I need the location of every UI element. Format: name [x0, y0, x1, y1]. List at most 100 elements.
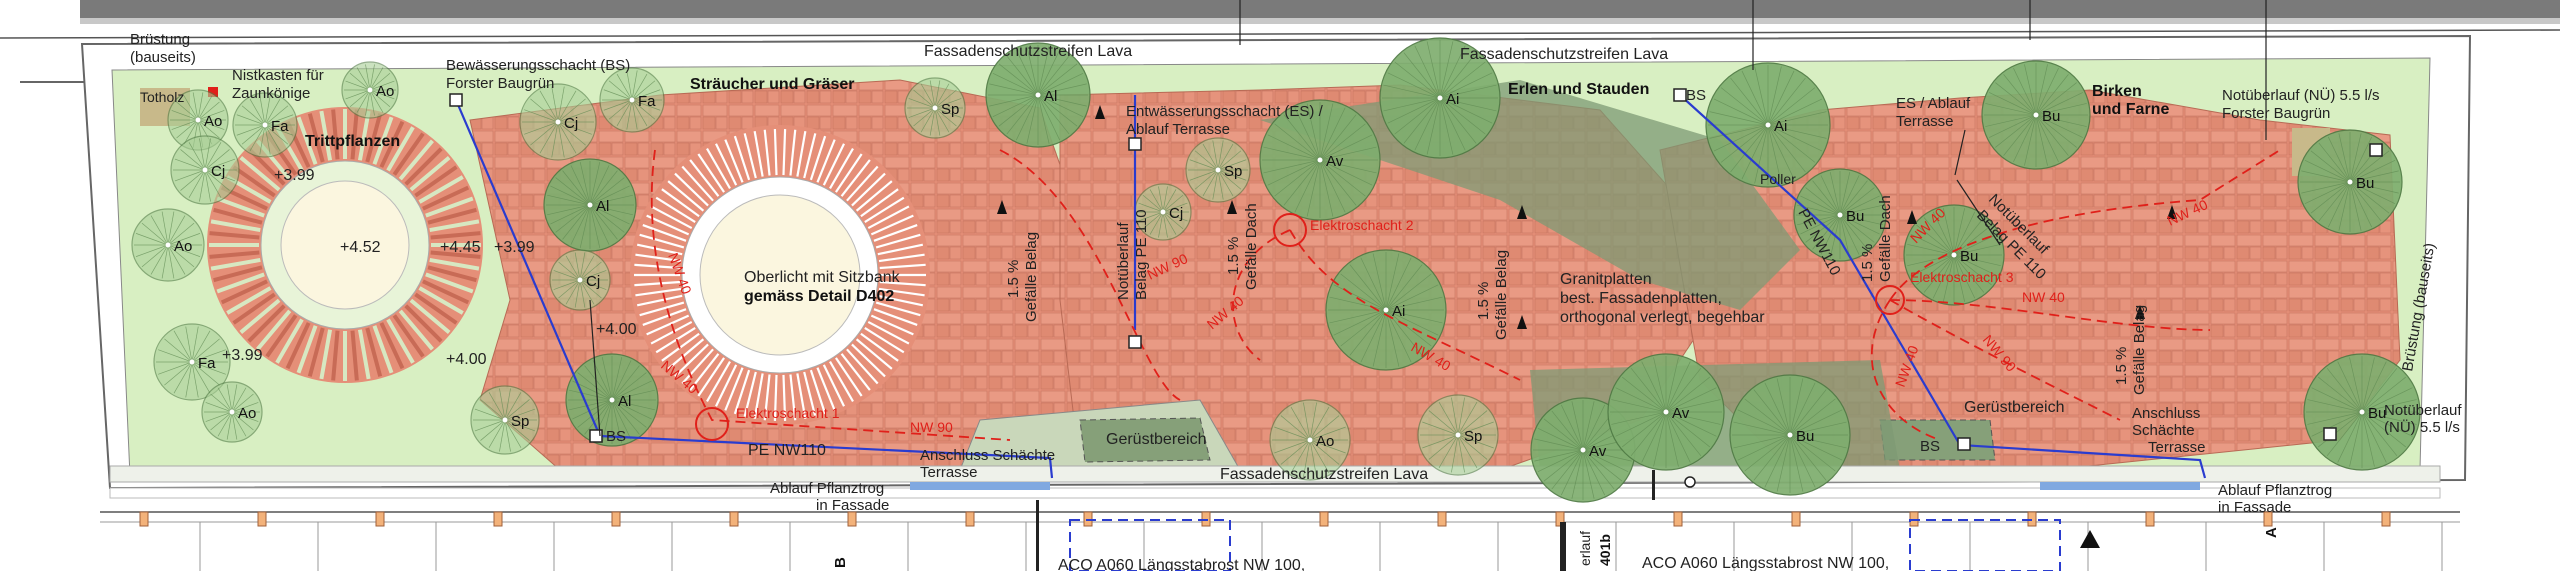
- tree-branch: [589, 177, 625, 206]
- tree-branch: [611, 399, 640, 435]
- bench-slat: [835, 357, 863, 397]
- tree-branch: [1789, 421, 1847, 436]
- tree-branch: [1571, 401, 1584, 451]
- tree-branch: [180, 169, 206, 191]
- tree-branch: [1037, 94, 1061, 141]
- tree-branch: [1839, 214, 1883, 226]
- tree-branch: [1309, 402, 1317, 441]
- tree-branch: [2349, 181, 2373, 228]
- tree-branch: [1744, 434, 1791, 472]
- tree-branch: [989, 83, 1039, 96]
- tree-branch: [1015, 49, 1039, 96]
- tree-code-label: Av: [1672, 405, 1690, 422]
- tree-branch: [1303, 439, 1311, 478]
- tree-branch: [1426, 41, 1441, 99]
- tree: Al: [543, 158, 637, 252]
- tree-branch: [1582, 449, 1606, 496]
- gefaelle-dach-1: 1.5 %: [1859, 244, 1876, 282]
- bench-slat: [689, 159, 720, 197]
- tree-branch: [1995, 82, 2037, 116]
- tree: Bu: [1903, 204, 2005, 306]
- ring-stripe: [422, 279, 470, 305]
- tree-code-label: Ai: [1774, 118, 1787, 135]
- bench-slat: [816, 139, 836, 183]
- tree-branch: [2349, 181, 2382, 222]
- granit-label-1: Granitplatten: [1560, 271, 1652, 288]
- tree-branch: [1026, 94, 1039, 144]
- tree-branch: [2307, 411, 2363, 425]
- tree-branch: [1202, 143, 1219, 171]
- tree-branch: [1953, 254, 2001, 267]
- tree: Cj: [1134, 183, 1192, 241]
- tree-branch: [1439, 72, 1493, 99]
- tree-branch: [226, 384, 233, 413]
- notueberlauf-belag-left-1: Notüberlauf: [1115, 222, 1132, 300]
- bench-slat: [870, 314, 914, 336]
- tree-branch: [1753, 389, 1791, 436]
- tree-code-label: Bu: [1960, 248, 1978, 265]
- tree-branch: [934, 107, 950, 133]
- tree-branch: [199, 169, 206, 202]
- bench-slat: [829, 148, 854, 189]
- facade-column: [2381, 511, 2391, 527]
- tree-branch: [205, 411, 233, 422]
- elevation-label: +4.00: [446, 351, 487, 368]
- oberlicht-label: Oberlicht mit Sitzbank: [744, 269, 901, 286]
- tree-branch: [1737, 409, 1791, 436]
- tree: Sp: [1185, 137, 1251, 203]
- tree-branch: [2361, 411, 2417, 425]
- facade-column: [729, 511, 739, 527]
- bs-label: BS: [606, 428, 626, 445]
- bench-slat: [650, 320, 693, 345]
- tree-branch: [1733, 421, 1791, 436]
- tree-branch: [231, 393, 254, 413]
- ring-stripe: [296, 116, 318, 165]
- tree-branch: [1037, 46, 1050, 96]
- tree-branch: [1713, 124, 1769, 152]
- tree-branch: [1641, 411, 1667, 463]
- tree-branch: [539, 90, 559, 123]
- ring-stripe: [319, 329, 333, 380]
- tree-branch: [2327, 181, 2351, 228]
- tree-branch: [1767, 98, 1823, 126]
- tree-branch: [1621, 411, 1667, 448]
- tree-code-label: Cj: [586, 273, 600, 290]
- bench-slat: [635, 287, 682, 297]
- tree-trunk: [165, 242, 171, 248]
- tree-branch: [1451, 397, 1459, 436]
- ring-stripe: [427, 265, 477, 283]
- tree-branch: [1263, 146, 1321, 161]
- tree-branch: [1767, 111, 1827, 126]
- ring-stripe: [357, 110, 371, 161]
- tree-branch: [259, 124, 266, 155]
- tree-branch: [1543, 449, 1584, 482]
- tree-branch: [1158, 186, 1164, 213]
- tree-branch: [167, 215, 186, 246]
- tree-branch: [369, 89, 384, 113]
- tree-code-label: Al: [1044, 88, 1057, 105]
- aco-left: ACO A060 Längsstabrost NW 100,: [1058, 557, 1305, 571]
- tree-branch: [1988, 114, 2037, 138]
- tree-branch: [1713, 98, 1769, 126]
- tree-trunk: [1580, 447, 1586, 453]
- tree-branch: [1414, 97, 1441, 151]
- tree: Cj: [170, 135, 240, 205]
- tree-branch: [913, 107, 936, 127]
- gefaelle-belag-2: Gefälle Belag: [1023, 232, 1040, 322]
- totholz-label: Totholz: [140, 89, 184, 105]
- tree-branch: [1387, 97, 1441, 124]
- bench-slat: [803, 371, 817, 417]
- elevation-label: +3.99: [494, 239, 535, 256]
- nistkasten-label-1: Nistkasten für: [232, 67, 324, 84]
- tree-branch: [205, 402, 233, 413]
- tree-branch: [608, 99, 633, 120]
- tree-branch: [2035, 114, 2048, 166]
- tree-branch: [553, 279, 581, 290]
- tree-branch: [1767, 124, 1795, 180]
- bs-label: BS: [1920, 438, 1940, 455]
- tree-branch: [550, 185, 591, 206]
- tree-branch: [2349, 159, 2396, 183]
- tree-branch: [1319, 107, 1346, 161]
- facade-column: [1791, 511, 1801, 527]
- tree-branch: [1753, 434, 1791, 481]
